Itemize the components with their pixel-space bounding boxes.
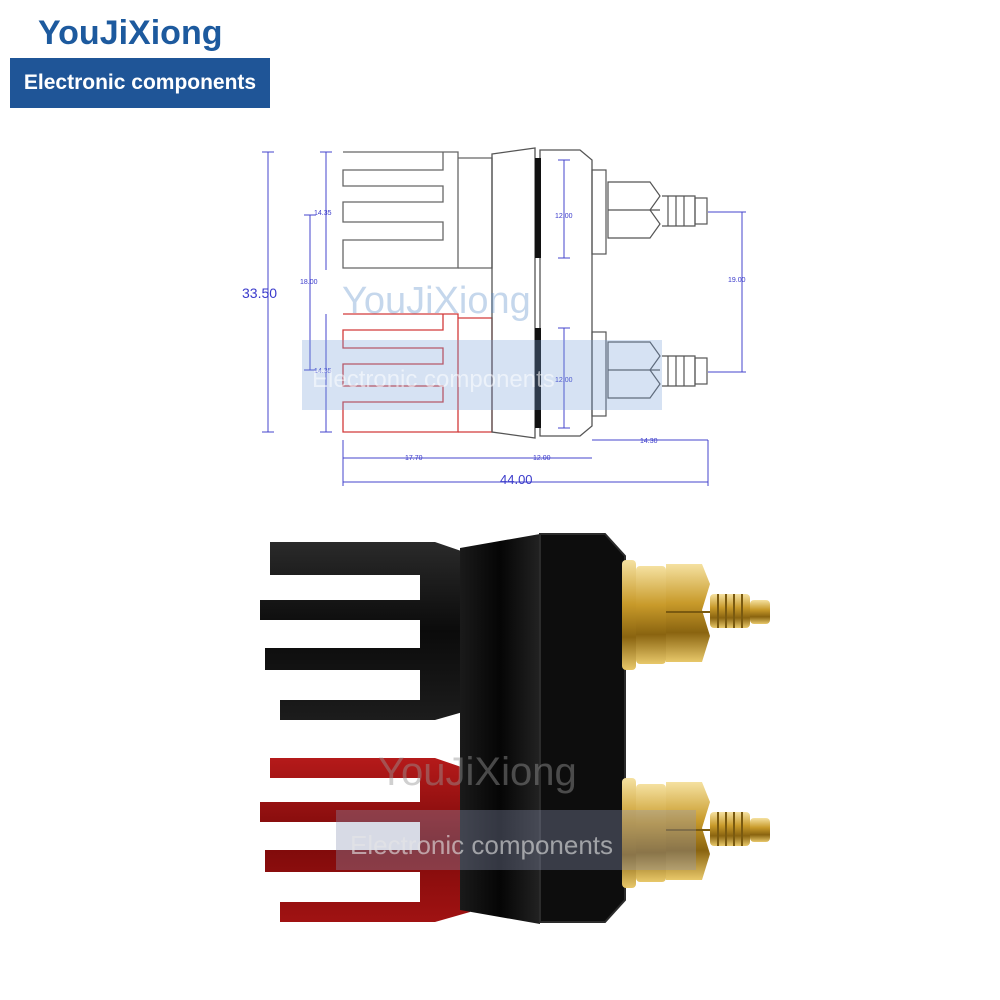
dim-length-b: 12.00 xyxy=(533,455,551,462)
bottom-stud-outline xyxy=(591,331,708,417)
dim-spacing-right: 19.00 xyxy=(728,277,746,284)
top-brass-hardware xyxy=(622,560,770,670)
dim-length-a: 17.70 xyxy=(405,455,423,462)
top-post-outline xyxy=(342,151,493,269)
photo-watermark-box xyxy=(336,810,696,870)
dimension-lines xyxy=(262,151,746,486)
technical-drawing-svg: 33.50 14.35 18.00 14.35 12.00 12.00 19.0… xyxy=(242,147,746,487)
drawing-watermark-box xyxy=(302,340,662,410)
drawing-watermark-tagline: Electronic components xyxy=(312,366,555,393)
dim-post-head-top: 14.35 xyxy=(314,210,332,217)
dim-post-head-bottom: 14.35 xyxy=(314,368,332,375)
photo-watermark-brand: YouJiXiong xyxy=(378,750,577,794)
photo-watermark-tagline: Electronic components xyxy=(350,830,614,860)
dim-washer-bottom: 12.00 xyxy=(555,377,573,384)
red-terminal-head xyxy=(260,758,470,922)
product-photo-svg xyxy=(260,533,770,924)
technical-drawing: 33.50 14.35 18.00 14.35 12.00 12.00 19.0… xyxy=(230,140,750,500)
dim-total-length: 44.00 xyxy=(500,472,533,487)
body-outline xyxy=(491,147,593,439)
tagline-badge: Electronic components xyxy=(10,58,270,108)
product-photo: YouJiXiong Electronic components xyxy=(240,520,800,940)
dim-length-c: 14.30 xyxy=(640,438,658,445)
dim-total-height: 33.50 xyxy=(242,285,277,301)
terminal-body-left xyxy=(460,534,540,924)
brand-logo-text: YouJiXiong xyxy=(38,14,223,52)
black-terminal-head xyxy=(260,542,470,720)
top-stud-outline xyxy=(591,169,708,255)
bottom-brass-hardware xyxy=(622,778,770,888)
dim-washer-top: 12.00 xyxy=(555,213,573,220)
dim-spacing-left: 18.00 xyxy=(300,279,318,286)
drawing-watermark-brand: YouJiXiong xyxy=(342,280,531,322)
terminal-body-plate xyxy=(539,533,626,923)
